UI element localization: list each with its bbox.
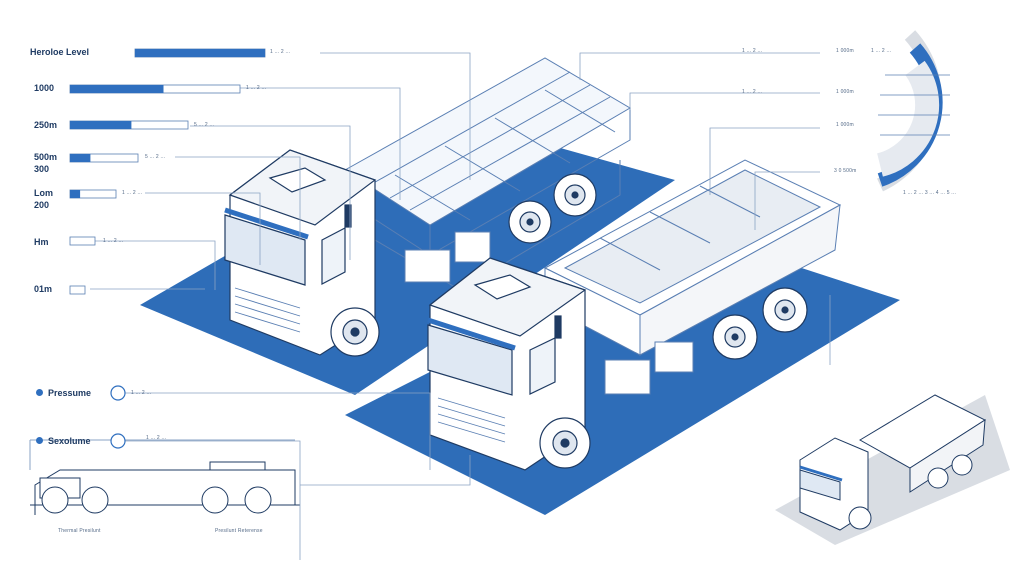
truck-1-wheels [330, 173, 597, 357]
level-label: 250m [34, 120, 58, 130]
gauge-top-label: 1 ... 2 ... [742, 89, 763, 95]
truck-2-tanks [604, 341, 694, 395]
gauge-top-label: 1 ... 2 ... [742, 48, 763, 54]
volume-dot-icon [36, 437, 43, 444]
level-bar-frame [69, 285, 86, 295]
level-bar-fill [70, 154, 91, 162]
level-bar-fill [70, 121, 132, 129]
level-label: 300 [34, 164, 50, 174]
gauge-top-label: 1 ... 2 ... [871, 48, 892, 54]
level-readout: 5 ... 2 ... [194, 122, 215, 128]
gauge-readout: 1 000m [836, 48, 854, 54]
level-label: 1000 [34, 83, 55, 93]
level-label: 500m [34, 152, 58, 162]
level-readout: 1 ... 2 ... [103, 238, 124, 244]
side-view-truck [29, 439, 300, 515]
indicator-readout: 1 ... 2 ... [131, 390, 152, 396]
gauge-readout: 1 000m [836, 89, 854, 95]
level-label: Hm [34, 237, 49, 247]
level-bar-fill [135, 49, 265, 57]
gauge-readout: 3 0 500m [834, 168, 857, 174]
truck-1-cab [224, 149, 377, 356]
truck-1-tanks [404, 231, 491, 283]
level-label: 01m [34, 284, 53, 294]
side-caption: Presilunt Reterense [215, 528, 263, 534]
truck-2-body [543, 159, 842, 356]
level-label: Lom [34, 188, 53, 198]
level-label: 200 [34, 200, 50, 210]
truck-2-wheels [539, 287, 808, 469]
truck-2-cab [427, 257, 587, 471]
pressure-dot-icon [36, 389, 43, 396]
indicator-readout: 1 ... 2 ... [146, 435, 167, 441]
indicator-circles [110, 385, 126, 449]
leader-lines [90, 52, 831, 560]
gauge-readout: 1 000m [836, 122, 854, 128]
level-bar-fill [70, 190, 81, 198]
indicator-label: Pressume [48, 388, 92, 398]
level-bar-frame [69, 236, 96, 246]
gauge-footer: 1 ... 2 ... 3 ... 4 ... 5 ... [903, 190, 957, 196]
gauge-graphic [876, 30, 950, 192]
level-readout: 1 ... 2 ... [246, 85, 267, 91]
level-readout: 5 ... 2 ... [145, 154, 166, 160]
level-bars [69, 48, 266, 295]
level-bar-fill [70, 85, 164, 93]
chart-title: Heroloe Level [30, 47, 90, 57]
side-caption: Thermal Presilunt [58, 528, 101, 534]
level-readout: 1 ... 2 ... [122, 190, 143, 196]
indicator-label: Sexolume [48, 436, 91, 446]
inset-truck [799, 394, 987, 531]
level-readout: 1 ... 2 ... [270, 49, 291, 55]
